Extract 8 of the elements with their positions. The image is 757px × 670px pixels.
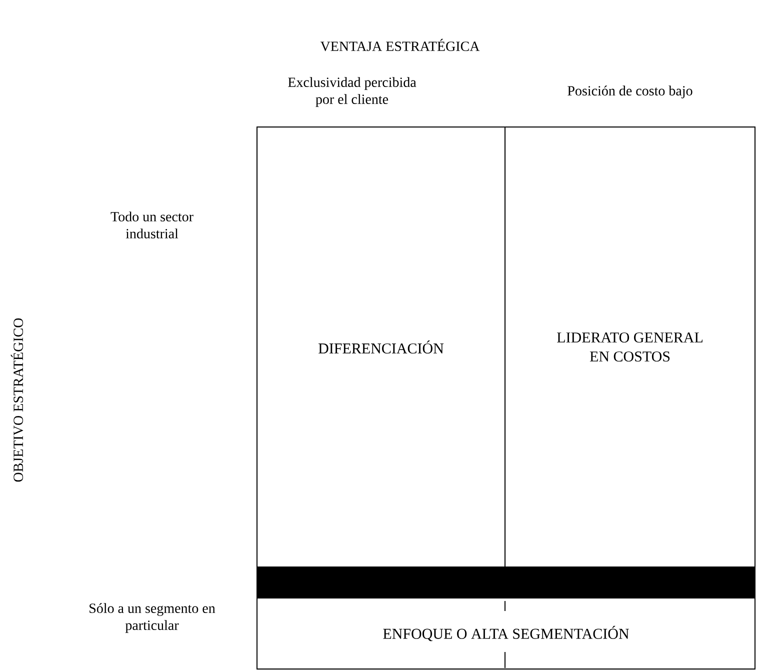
column-header: Exclusividad percibida por el cliente xyxy=(288,77,416,107)
row-header: Todo un sector industrial xyxy=(110,212,194,238)
axis-title: VENTAJA ESTRATÉGICA xyxy=(320,38,480,52)
divider-band xyxy=(256,566,756,598)
axis-title: OBJETIVO ESTRATÉGICO xyxy=(10,318,24,482)
row-header: Sólo a un segmento en particular xyxy=(90,603,216,633)
column-header: Posición de costo bajo xyxy=(568,86,692,98)
strategy-cell: ENFOQUE O ALTA SEGMENTACIÓN xyxy=(256,598,756,670)
